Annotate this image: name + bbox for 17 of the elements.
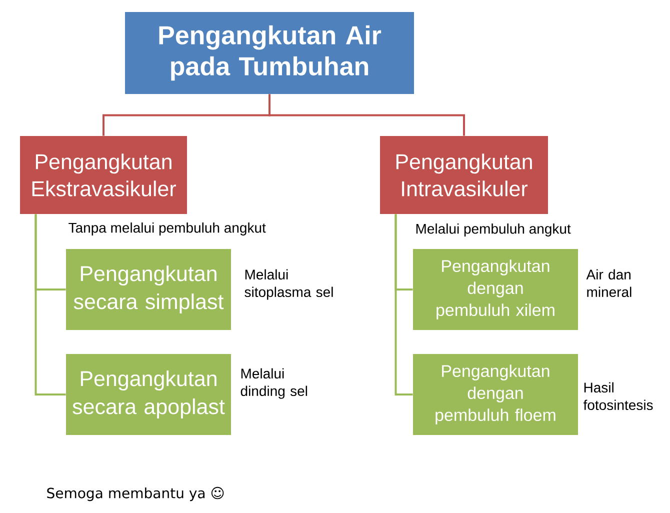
note-text: Air dan mineral	[586, 269, 632, 298]
connector-line	[394, 214, 413, 396]
note-text: Melalui pembuluh angkut	[416, 223, 571, 237]
process-box: Pengangkutan dengan pembuluh floem	[413, 354, 578, 435]
category-box: Pengangkutan Ekstravasikuler	[20, 136, 187, 214]
process-box: Pengangkutan dengan pembuluh xilem	[413, 249, 578, 330]
heading-box: Pengangkutan Air pada Tumbuhan	[125, 12, 414, 94]
note-text: Hasil fotosintesis	[583, 382, 653, 410]
connector-line	[268, 94, 465, 136]
note-text: Melalui sitoplasma sel	[244, 269, 333, 300]
connector-line	[34, 214, 66, 396]
closing-note: Semoga membantu ya ☺	[47, 486, 224, 502]
category-box: Pengangkutan Intravasikuler	[380, 136, 548, 214]
note-text: Melalui dinding sel	[240, 368, 308, 399]
note-text: Tanpa melalui pembuluh angkut	[68, 222, 266, 236]
process-box: Pengangkutan secara simplast	[66, 249, 231, 330]
process-box: Pengangkutan secara apoplast	[66, 354, 231, 435]
